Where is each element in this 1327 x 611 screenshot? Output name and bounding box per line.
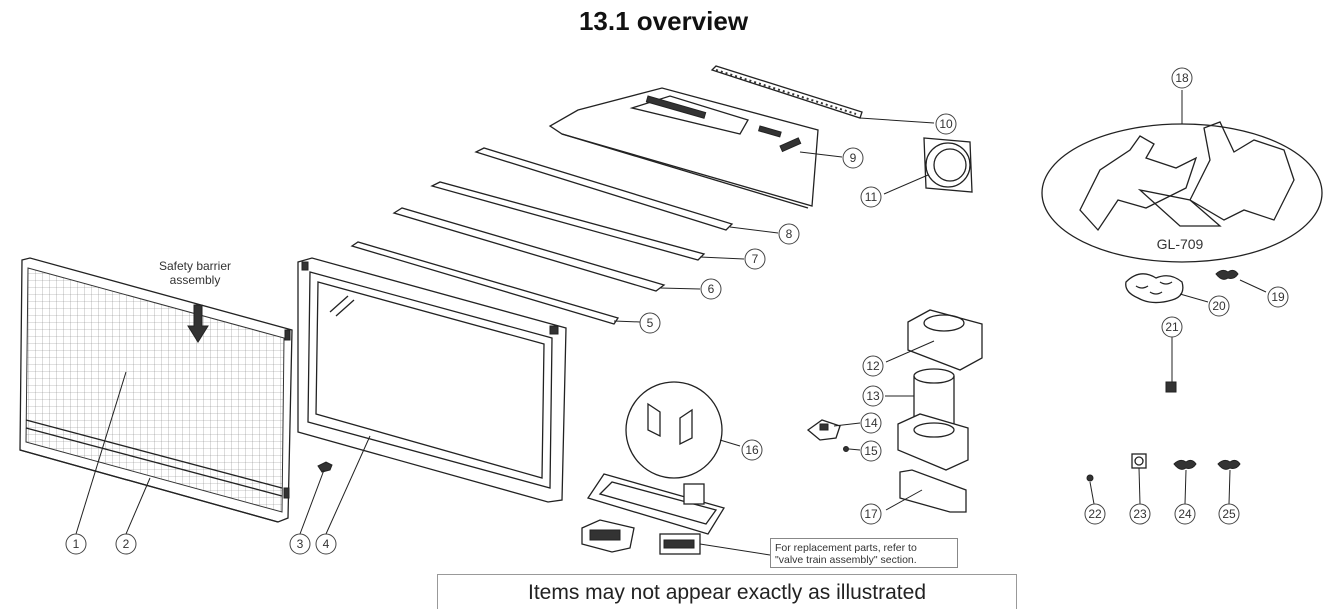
svg-text:14: 14: [864, 416, 878, 430]
svg-text:5: 5: [647, 316, 654, 330]
svg-text:19: 19: [1271, 290, 1285, 304]
flue-collar: [883, 137, 973, 195]
vent-plate: [885, 309, 983, 371]
mounting-bracket: [806, 419, 861, 441]
trim-strip-5: [350, 241, 641, 325]
callout-14: 14: [860, 412, 882, 434]
glass-door-assembly: [297, 257, 567, 503]
part-22: [1086, 474, 1095, 505]
part-25: [1217, 459, 1241, 505]
svg-text:13: 13: [866, 389, 880, 403]
safety-barrier-screen: [19, 257, 293, 523]
top-panel: [548, 87, 843, 209]
embers-19: [1215, 269, 1267, 293]
callout-11: 11: [860, 186, 882, 208]
callout-20: 20: [1208, 295, 1230, 317]
trim-strip-8: [474, 147, 779, 234]
safety-barrier-label: Safety barrier assembly: [140, 259, 250, 287]
footer-disclaimer: Items may not appear exactly as illustra…: [437, 574, 1017, 609]
svg-text:23: 23: [1133, 507, 1147, 521]
log-set: [1041, 90, 1323, 263]
svg-text:10: 10: [939, 117, 953, 131]
part-21: [1165, 336, 1177, 393]
valve-train-assembly: [581, 473, 771, 556]
heat-shield: [885, 469, 967, 513]
callout-18: 18: [1171, 67, 1193, 89]
callout-23: 23: [1129, 503, 1151, 525]
note-line-2: "valve train assembly" section.: [775, 554, 917, 566]
callout-22: 22: [1084, 503, 1106, 525]
callout-21: 21: [1161, 316, 1183, 338]
safety-label-line-2: assembly: [169, 273, 221, 287]
part-23: [1131, 453, 1147, 505]
screw: [843, 446, 861, 452]
detail-circle: [625, 381, 741, 479]
callout-24: 24: [1174, 503, 1196, 525]
callout-8: 8: [778, 223, 800, 245]
svg-text:15: 15: [864, 444, 878, 458]
safety-label-line-1: Safety barrier: [158, 259, 232, 273]
callout-2: 2: [115, 533, 137, 555]
svg-text:21: 21: [1165, 320, 1179, 334]
svg-text:24: 24: [1178, 507, 1192, 521]
callout-15: 15: [860, 440, 882, 462]
svg-text:11: 11: [865, 190, 878, 204]
replacement-note: For replacement parts, refer to "valve t…: [770, 538, 958, 568]
svg-text:3: 3: [297, 537, 304, 551]
svg-text:6: 6: [708, 282, 715, 296]
callout-19: 19: [1267, 286, 1289, 308]
callout-4: 4: [315, 533, 337, 555]
svg-text:9: 9: [850, 151, 857, 165]
page-title: 13.1 overview: [578, 6, 749, 36]
callout-7: 7: [744, 248, 766, 270]
svg-text:12: 12: [866, 359, 880, 373]
trim-strip-6: [392, 207, 701, 292]
callout-5: 5: [639, 312, 661, 334]
callout-1: 1: [65, 533, 87, 555]
svg-text:16: 16: [745, 443, 759, 457]
trim-strip-7: [430, 181, 745, 261]
svg-text:22: 22: [1088, 507, 1102, 521]
callout-13: 13: [862, 385, 884, 407]
svg-text:1: 1: [73, 537, 80, 551]
callout-17: 17: [860, 503, 882, 525]
svg-text:4: 4: [323, 537, 330, 551]
top-rail: [710, 65, 935, 124]
part-24: [1173, 459, 1197, 505]
callout-6: 6: [700, 278, 722, 300]
log-set-label: GL-709: [1156, 236, 1204, 252]
svg-text:17: 17: [864, 507, 878, 521]
svg-text:7: 7: [752, 252, 759, 266]
callout-3: 3: [289, 533, 311, 555]
svg-text:25: 25: [1222, 507, 1236, 521]
callout-12: 12: [862, 355, 884, 377]
rock-wool-20: [1125, 273, 1209, 304]
callout-10: 10: [935, 113, 957, 135]
svg-text:20: 20: [1212, 299, 1226, 313]
svg-text:18: 18: [1175, 71, 1189, 85]
svg-text:2: 2: [123, 537, 130, 551]
svg-text:8: 8: [786, 227, 793, 241]
vent-pipe: [885, 368, 969, 471]
callout-25: 25: [1218, 503, 1240, 525]
callout-9: 9: [842, 147, 864, 169]
note-line-1: For replacement parts, refer to: [775, 542, 917, 554]
callout-16: 16: [741, 439, 763, 461]
door-clip: [317, 461, 333, 473]
